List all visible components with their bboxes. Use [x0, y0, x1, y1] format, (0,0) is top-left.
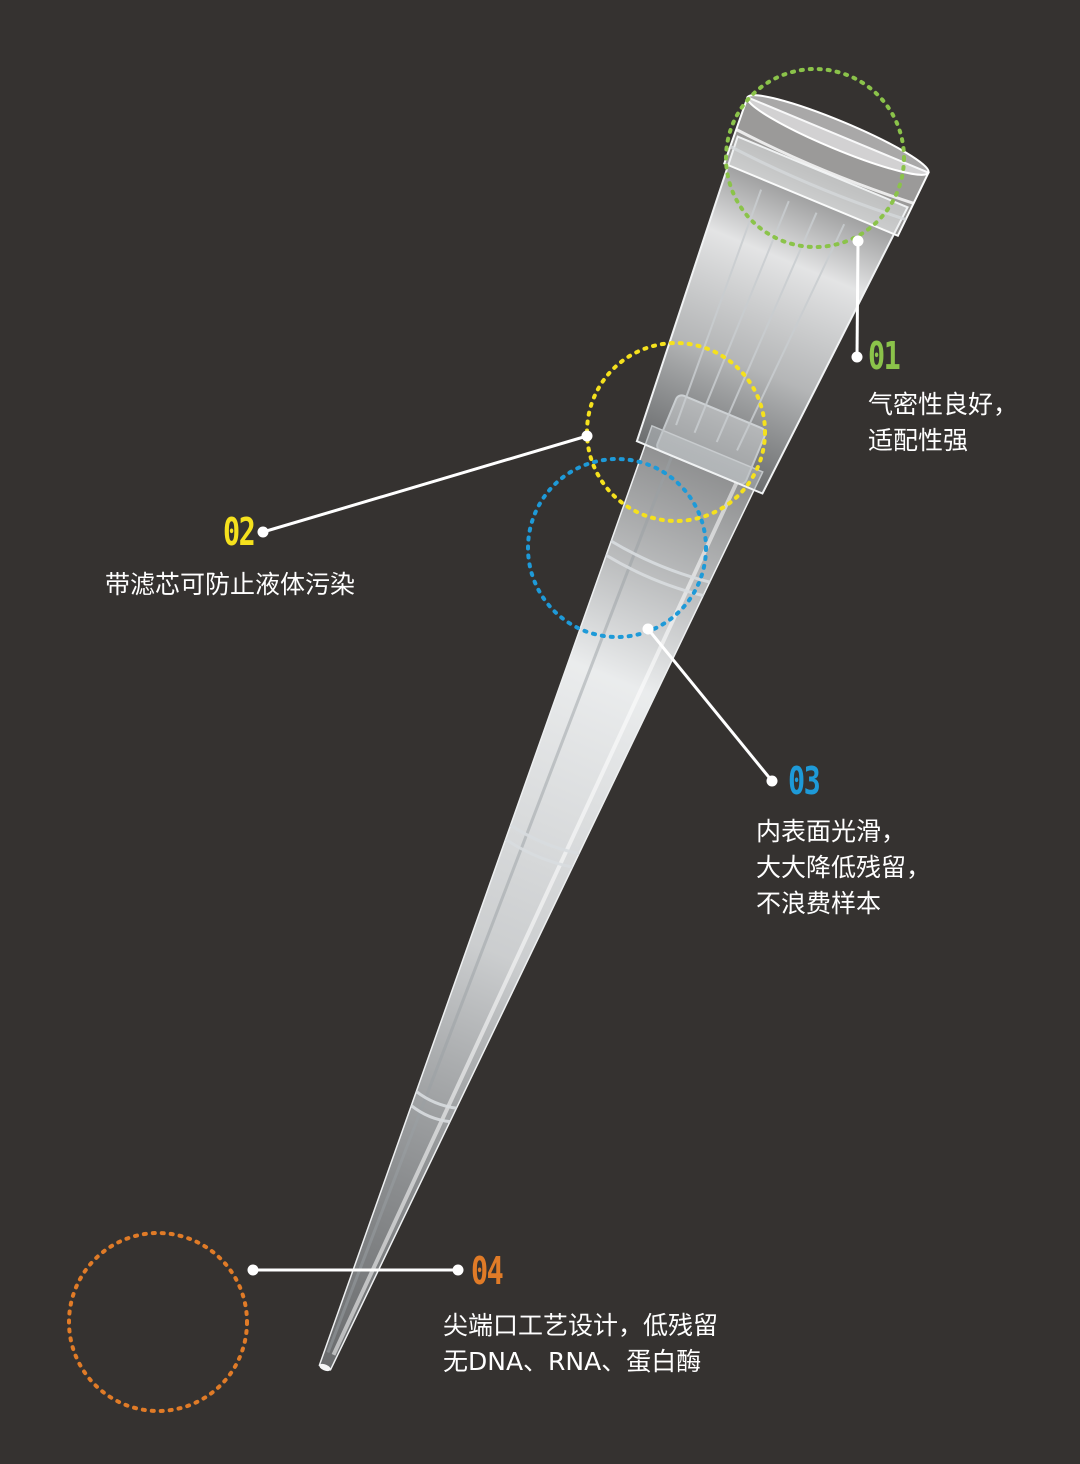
pipette-tip: [318, 94, 930, 1372]
callout-text-04: 尖端口工艺设计，低残留 无DNA、RNA、蛋白酶: [443, 1308, 718, 1380]
callout-text-02: 带滤芯可防止液体污染: [105, 567, 355, 603]
highlight-circle-03: [526, 457, 708, 639]
leader-line-03: [642, 623, 778, 787]
callout-number-01: 01: [868, 334, 901, 378]
callout-line: 无DNA、RNA、蛋白酶: [443, 1347, 702, 1376]
highlight-circle-01: [724, 67, 906, 249]
callout-number-03: 03: [788, 759, 821, 803]
callout-number-02: 02: [223, 510, 256, 554]
callout-line: 大大降低残留，: [756, 853, 932, 882]
callout-line: 适配性强: [868, 426, 969, 455]
callout-03: 03 内表面光滑， 大大降低残留， 不浪费样本: [756, 762, 931, 922]
callout-04: 04 尖端口工艺设计，低残留 无DNA、RNA、蛋白酶: [443, 1252, 718, 1380]
leader-line-01: [851, 235, 864, 363]
callout-02: 02 带滤芯可防止液体污染: [105, 513, 355, 603]
callout-text-01: 气密性良好， 适配性强: [868, 387, 1018, 459]
callout-01: 01 气密性良好， 适配性强: [868, 337, 1018, 459]
leader-line-02: [257, 430, 593, 538]
callout-line: 气密性良好，: [868, 390, 1019, 419]
callout-line: 尖端口工艺设计，低残留: [443, 1311, 719, 1340]
leader-line-04: [247, 1264, 464, 1276]
callout-line: 带滤芯可防止液体污染: [105, 570, 356, 599]
callout-text-03: 内表面光滑， 大大降低残留， 不浪费样本: [756, 814, 931, 922]
highlight-circle-04: [67, 1231, 249, 1413]
callout-line: 不浪费样本: [756, 889, 882, 918]
callout-line: 内表面光滑，: [756, 817, 907, 846]
callout-number-04: 04: [471, 1249, 504, 1293]
